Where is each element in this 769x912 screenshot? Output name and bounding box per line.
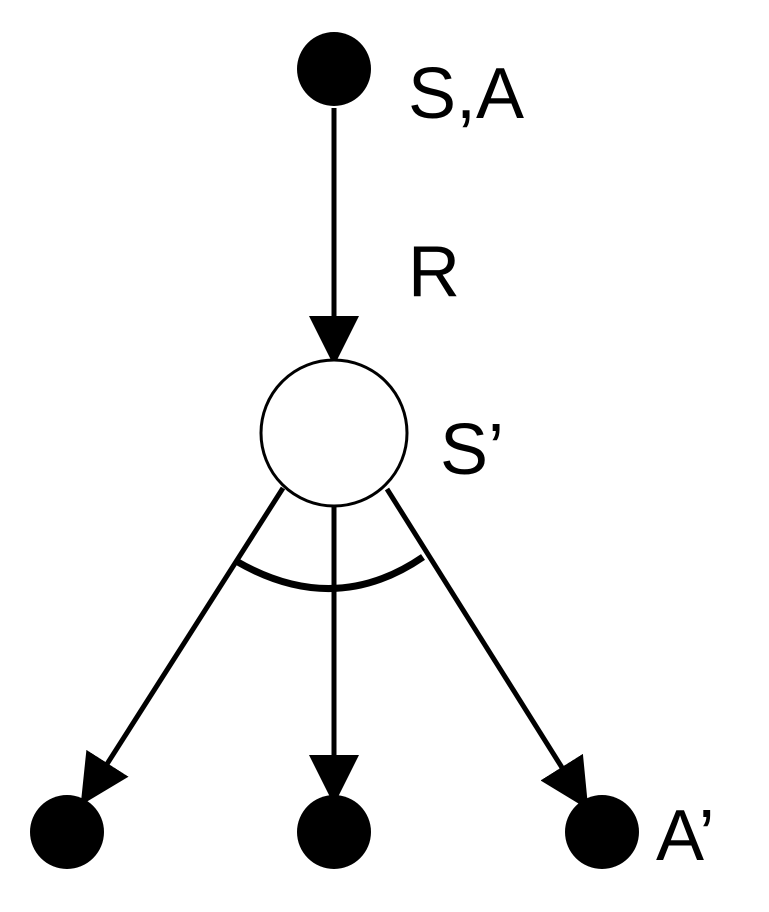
branch-arc <box>234 554 425 593</box>
action-edge-right-arrow <box>384 487 589 810</box>
start-state-action-node <box>297 32 371 106</box>
next-state-label: S’ <box>440 410 504 490</box>
action-node-left <box>30 795 104 869</box>
start-node-label: S,A <box>408 54 524 134</box>
next-action-node <box>565 795 639 869</box>
next-state-node <box>259 358 409 508</box>
next-action-label: A’ <box>656 796 715 876</box>
action-node-middle <box>297 795 371 869</box>
action-edge-left-arrow <box>80 486 286 806</box>
reward-label: R <box>408 232 460 312</box>
